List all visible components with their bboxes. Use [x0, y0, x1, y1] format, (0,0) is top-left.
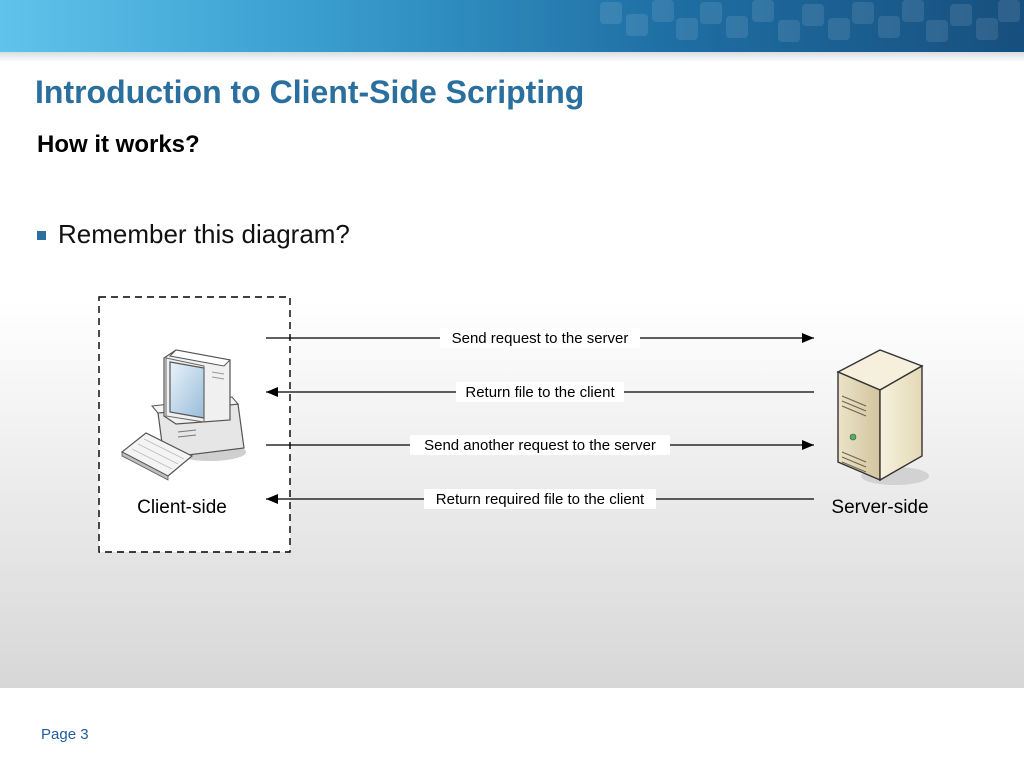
banner-tile	[726, 16, 748, 38]
banner-tile	[752, 0, 774, 22]
banner-tile	[676, 18, 698, 40]
bullet-square-icon	[37, 231, 46, 240]
message-to-server-1: Send request to the server	[266, 328, 814, 348]
banner-tile	[626, 14, 648, 36]
message-to-server-2: Send another request to the server	[266, 435, 814, 455]
slide-footer	[0, 688, 1024, 768]
header-banner	[0, 0, 1024, 52]
slide-subtitle: How it works?	[37, 131, 200, 158]
banner-tile	[998, 0, 1020, 22]
message-label: Return file to the client	[465, 384, 615, 401]
banner-tile	[878, 16, 900, 38]
slide-title: Introduction to Client-Side Scripting	[35, 74, 585, 110]
message-label: Send request to the server	[452, 330, 629, 347]
label-backdrop	[424, 489, 656, 509]
banner-tile	[950, 4, 972, 26]
banner-tile	[778, 20, 800, 42]
desktop-computer-icon	[120, 349, 246, 481]
banner-tile	[976, 18, 998, 40]
message-to-client-2: Return required file to the client	[266, 489, 814, 509]
banner-tile	[902, 0, 924, 22]
banner-tile	[828, 18, 850, 40]
header-shadow	[0, 52, 1024, 62]
label-backdrop	[456, 382, 624, 402]
banner-tile	[700, 2, 722, 24]
bullet-text: Remember this diagram?	[58, 219, 350, 249]
label-backdrop	[410, 435, 670, 455]
client-server-diagram: Send request to the server Return file t…	[98, 296, 929, 553]
bullet-item: Remember this diagram?	[37, 219, 350, 250]
message-label: Return required file to the client	[436, 491, 645, 508]
label-backdrop	[440, 328, 640, 348]
banner-tile	[926, 20, 948, 42]
page-number: Page 3	[41, 726, 89, 743]
banner-tile	[652, 0, 674, 22]
banner-tile	[600, 2, 622, 24]
message-to-client-1: Return file to the client	[266, 382, 814, 402]
server-tower-icon	[836, 349, 929, 485]
message-label: Send another request to the server	[424, 437, 656, 454]
server-label: Server-side	[831, 497, 928, 518]
banner-tile	[852, 2, 874, 24]
client-label: Client-side	[137, 497, 227, 518]
banner-tile	[802, 4, 824, 26]
